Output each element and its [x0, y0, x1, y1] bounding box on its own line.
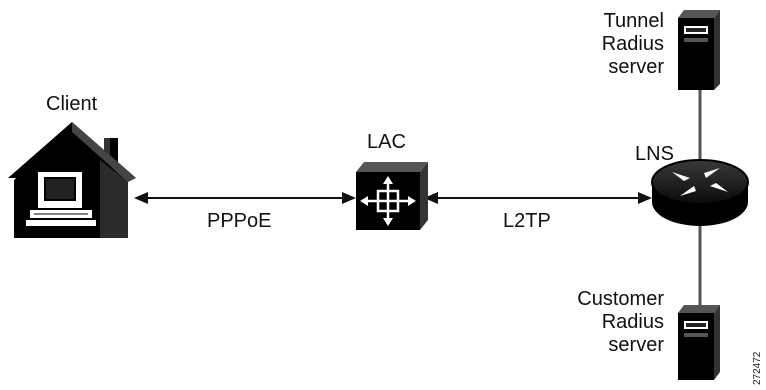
customer-radius-server-icon — [678, 305, 720, 380]
house-icon — [8, 122, 136, 238]
lns-label: LNS — [635, 143, 674, 165]
l2tp-link — [424, 192, 652, 204]
tunnel-radius-line-1: Tunnel — [603, 10, 664, 32]
customer-radius-line-1: Customer — [577, 288, 664, 310]
customer-radius-label: Customer Radius server — [564, 288, 664, 357]
tunnel-radius-server-icon — [678, 10, 720, 90]
tunnel-radius-line-2: Radius — [601, 33, 664, 55]
lac-icon — [356, 162, 428, 230]
lac-label: LAC — [367, 131, 406, 153]
l2tp-label: L2TP — [503, 210, 551, 232]
router-icon — [651, 159, 749, 226]
pppoe-link — [134, 192, 356, 204]
pppoe-label: PPPoE — [207, 210, 272, 232]
customer-radius-line-2: Radius — [601, 311, 664, 333]
tunnel-radius-line-3: server — [608, 56, 664, 78]
client-label: Client — [46, 93, 98, 115]
customer-radius-line-3: server — [608, 334, 664, 356]
tunnel-radius-label: Tunnel Radius server — [572, 10, 664, 79]
figure-id: 272472 — [752, 351, 763, 385]
